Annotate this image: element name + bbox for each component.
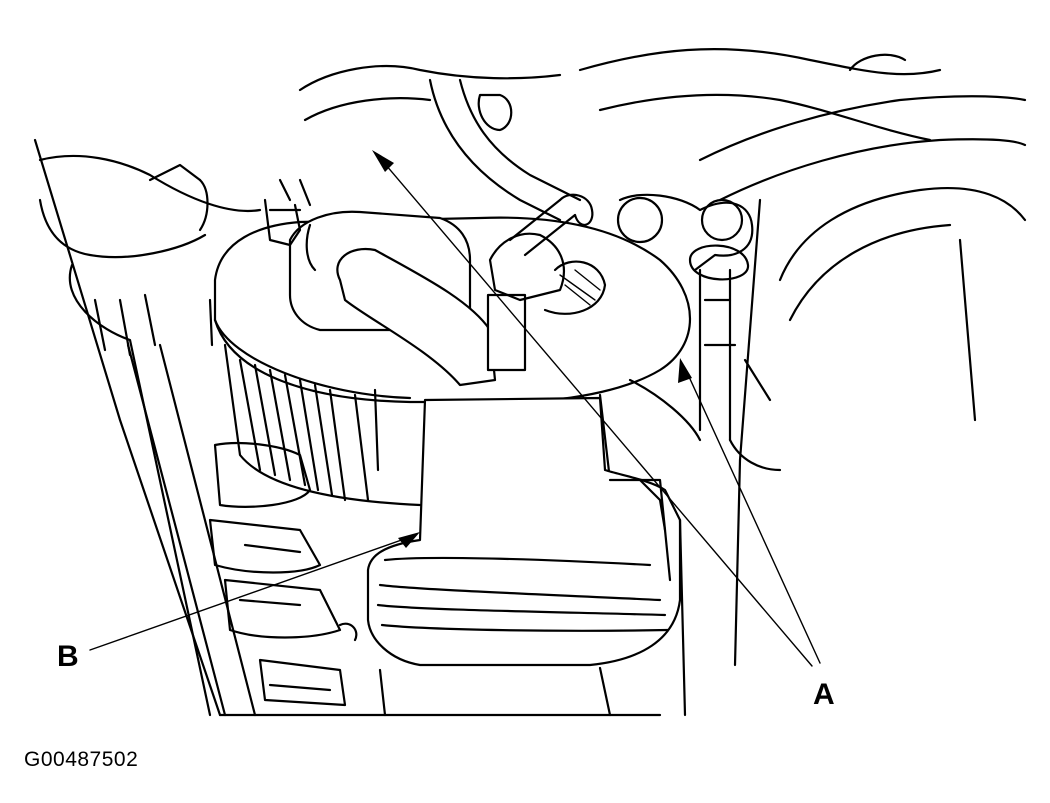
figure-code: G00487502 xyxy=(24,748,139,771)
purge-valve xyxy=(263,178,497,387)
center-fittings xyxy=(486,193,607,372)
callout-b: B xyxy=(57,640,79,673)
lower-canister xyxy=(366,396,687,717)
lower-left-brackets xyxy=(208,441,358,707)
right-body-panel xyxy=(733,186,1027,667)
vent-pipe xyxy=(616,193,782,472)
upper-hoses xyxy=(298,48,1027,222)
vehicle-frame xyxy=(33,138,262,717)
canister-body xyxy=(208,216,702,507)
callout-a: A xyxy=(813,678,835,711)
callout-leaders xyxy=(89,150,821,667)
